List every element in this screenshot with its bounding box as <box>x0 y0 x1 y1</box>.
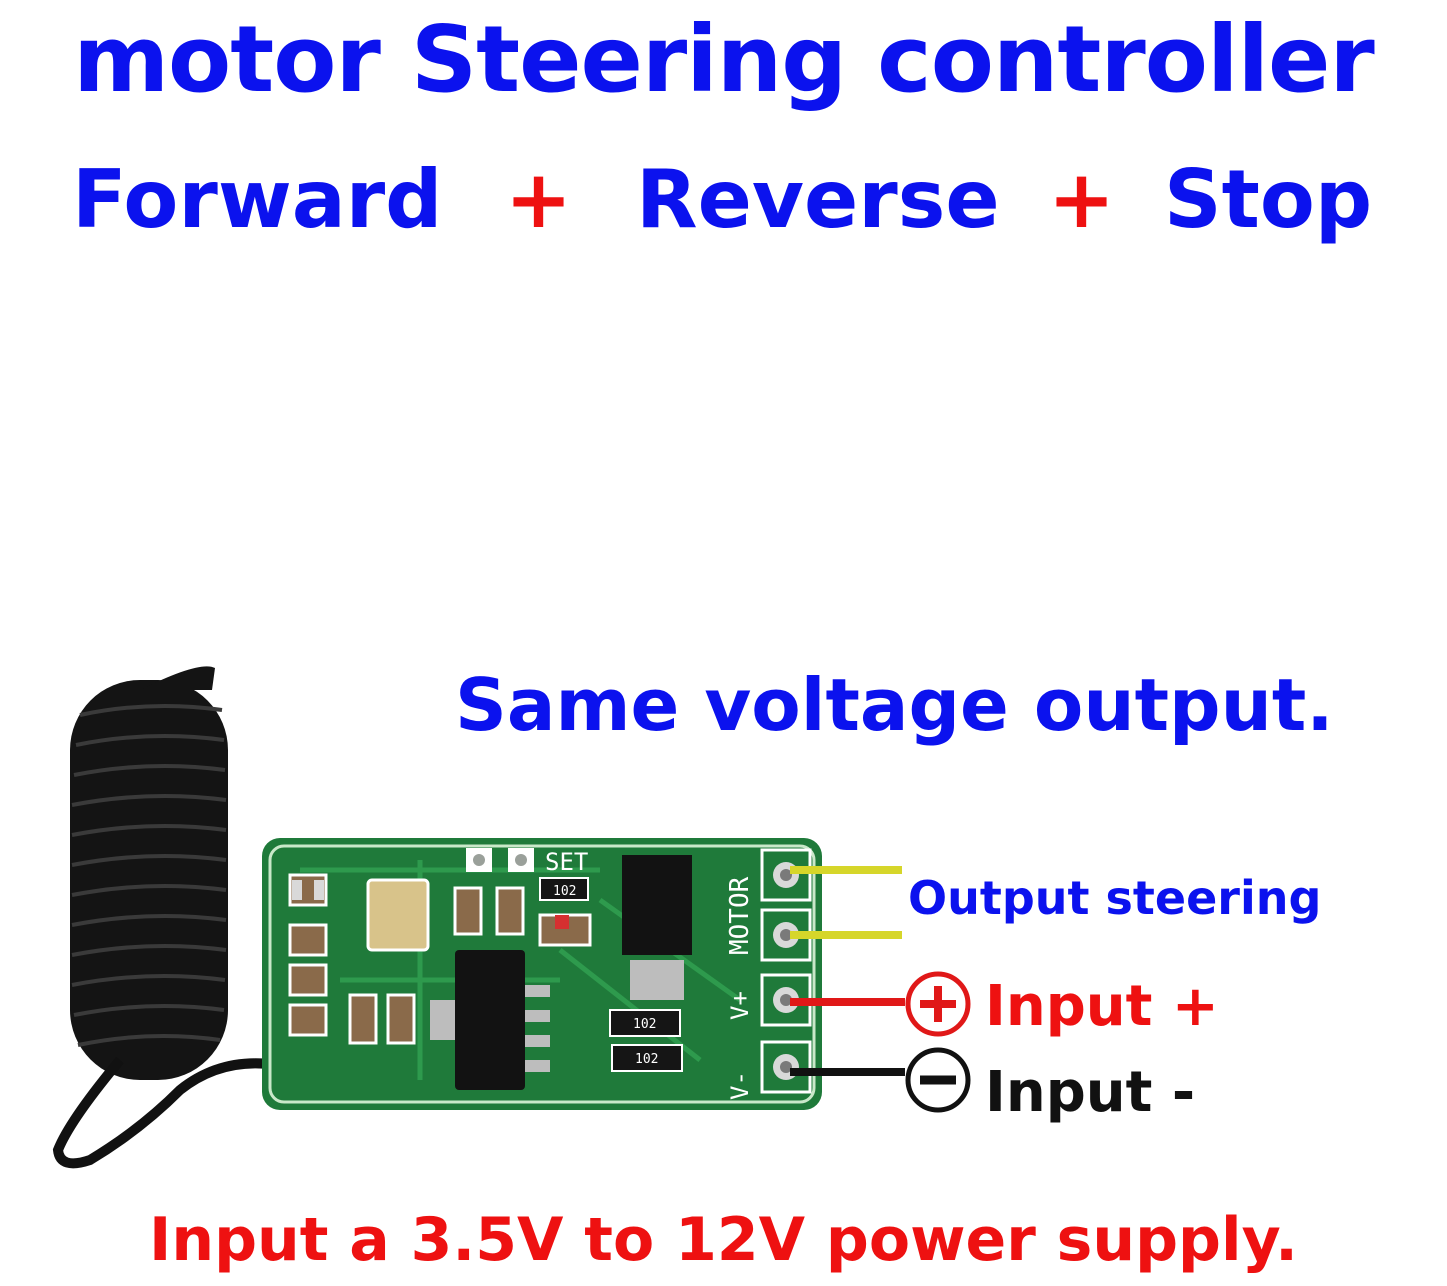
footer-power-note: Input a 3.5V to 12V power supply. <box>149 1205 1298 1275</box>
plus-separator-1: + <box>505 153 573 246</box>
silkscreen-set: SET <box>545 848 588 876</box>
mode-stop: Stop <box>1164 153 1373 246</box>
silkscreen-motor: MOTOR <box>725 876 755 955</box>
silkscreen-v-plus: V+ <box>726 991 754 1020</box>
subtitle: Same voltage output. <box>455 663 1334 747</box>
label-output-steering: Output steering <box>908 871 1322 925</box>
receiver-board-illustration: 102 102 102 SET MOTOR V+ V- <box>52 666 971 1169</box>
plus-circle-icon <box>905 971 971 1037</box>
label-input-plus: Input + <box>985 974 1219 1039</box>
mode-reverse: Reverse <box>636 153 1000 246</box>
mode-forward: Forward <box>72 153 443 246</box>
resistor-code-1: 102 <box>553 884 576 899</box>
minus-circle-icon <box>905 1047 971 1113</box>
wires <box>790 866 905 1076</box>
resistor-code-3: 102 <box>635 1052 658 1067</box>
plus-separator-2: + <box>1048 153 1116 246</box>
page-title: motor Steering controller <box>73 6 1375 113</box>
label-input-minus: Input - <box>985 1060 1196 1125</box>
antenna-coil <box>52 666 302 1169</box>
resistor-code-2: 102 <box>633 1017 656 1032</box>
silkscreen-v-minus: V- <box>726 1071 754 1100</box>
pcb-board: 102 102 102 SET MOTOR V+ V- <box>262 838 822 1110</box>
